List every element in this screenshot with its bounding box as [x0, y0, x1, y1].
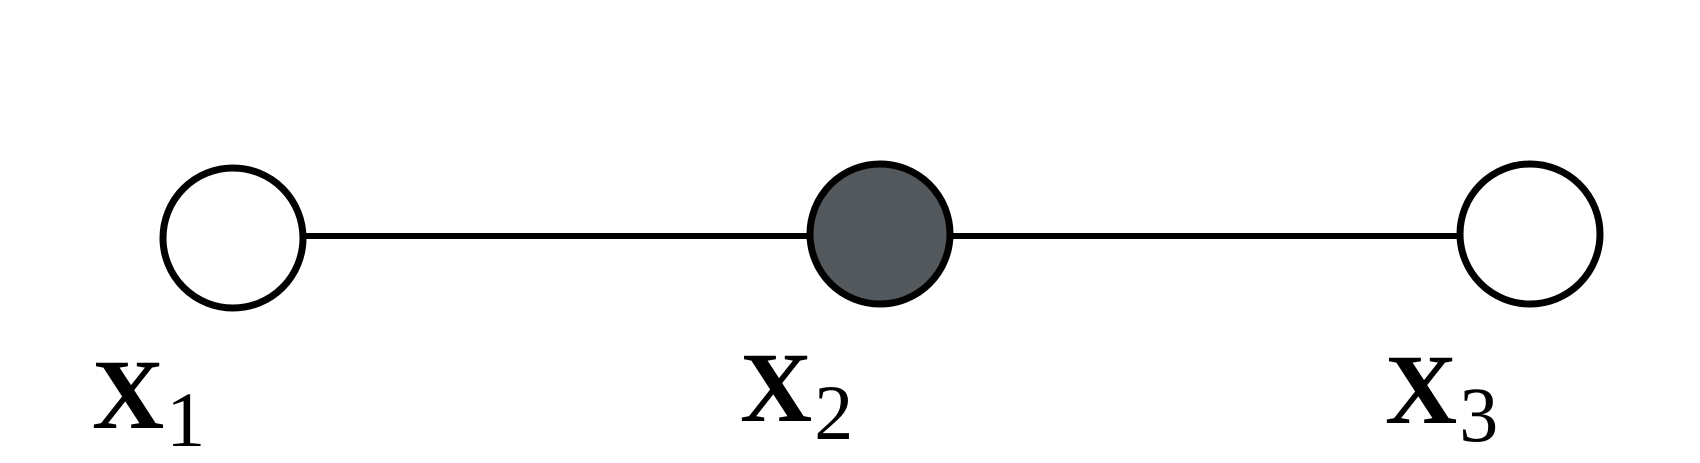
node-label-var: X	[92, 339, 165, 450]
node-label-var: X	[740, 332, 813, 443]
node-label-subscript: 1	[166, 376, 206, 463]
node-label-x1: X1	[92, 345, 205, 459]
node-x2-observed	[806, 160, 954, 308]
node-x1	[159, 164, 307, 312]
node-x3	[1456, 160, 1604, 308]
node-label-subscript: 2	[814, 369, 854, 456]
chain-graph-diagram: X1 X2 X3	[92, 160, 1604, 459]
node-label-x3: X3	[1385, 340, 1498, 454]
node-label-subscript: 3	[1459, 371, 1499, 458]
graph-canvas	[159, 160, 1604, 312]
node-label-x2: X2	[740, 338, 853, 452]
node-label-var: X	[1385, 334, 1458, 445]
